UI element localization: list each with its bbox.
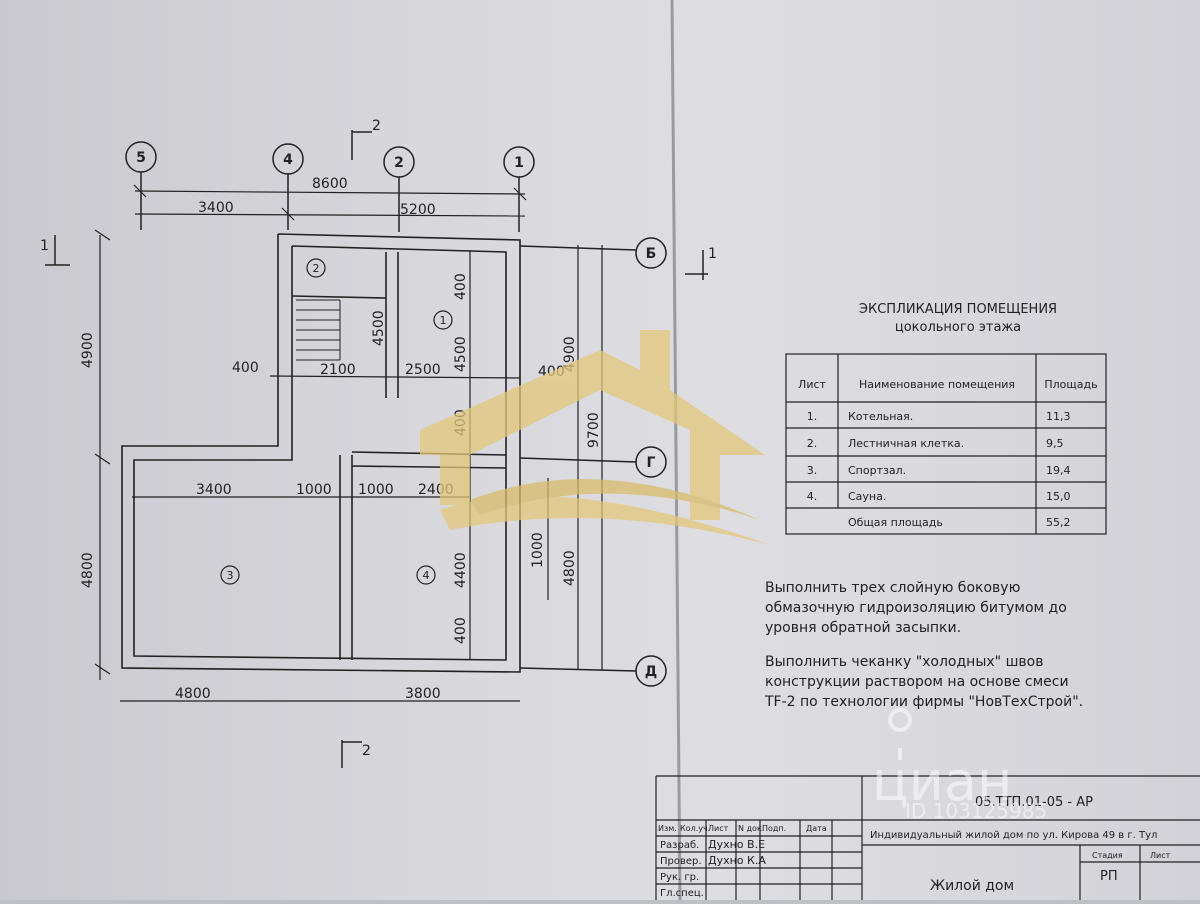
location-pin-icon: [888, 708, 913, 760]
table-cell: Котельная.: [848, 410, 913, 423]
table-cell: 9,5: [1046, 437, 1064, 450]
title-header-cell: Дата: [806, 824, 827, 833]
note-line: Выполнить чеканку "холодных" швов: [765, 654, 1043, 670]
axis-b-label: Б: [646, 246, 657, 262]
axis-2-label: 2: [394, 155, 404, 171]
note-line: уровня обратной засыпки.: [765, 620, 961, 636]
dim-4800-left: 4800: [80, 552, 96, 588]
dim-4500-a: 4500: [371, 310, 387, 346]
table-cell: 19,4: [1046, 464, 1071, 477]
table-cell: Сауна.: [848, 490, 886, 503]
axis-1-label: 1: [514, 155, 524, 171]
section-right-label: 1: [708, 246, 717, 262]
role-cell: Гл.спец.: [660, 888, 704, 899]
role-cell: Разраб.: [660, 840, 699, 851]
table-cell: Общая площадь: [848, 516, 943, 529]
table-header-cell: Площадь: [1044, 378, 1097, 391]
role-cell: Провер.: [660, 856, 702, 867]
dim-400-a: 400: [232, 360, 259, 376]
stage-value: РП: [1100, 869, 1118, 884]
watermark-id: ID 103125985: [905, 799, 1047, 823]
axis-5-label: 5: [136, 150, 146, 166]
dim-3800-bottom: 3800: [405, 686, 441, 702]
cian-watermark: циан ID 103125985: [872, 708, 1047, 823]
table-cell: 55,2: [1046, 516, 1071, 529]
note-line: Выполнить трех слойную боковую: [765, 580, 1021, 596]
dim-9700: 9700: [586, 412, 602, 448]
axis-markers: [125, 141, 667, 687]
title-header-cell: Лист: [708, 824, 729, 833]
section-bottom-label: 2: [362, 743, 371, 759]
dim-3400-low: 3400: [196, 482, 232, 498]
house-logo-watermark: [420, 330, 770, 545]
dim-400-v3: 400: [453, 617, 469, 644]
dim-5200: 5200: [400, 202, 436, 218]
explication-table: Лист Наименование помещения Площадь 1. Котел…: [798, 378, 1098, 529]
signer-name: Духно В.Е: [708, 838, 765, 851]
explication-title: ЭКСПЛИКАЦИЯ ПОМЕЩЕНИЯ: [859, 302, 1057, 317]
title-block-grid: [655, 775, 1200, 900]
note-line: TF-2 по технологии фирмы "НовТехСтрой".: [764, 694, 1083, 710]
dim-1000-a: 1000: [296, 482, 332, 498]
watermark-brand: циан: [872, 750, 1012, 813]
dim-2500: 2500: [405, 362, 441, 378]
table-cell: Спортзал.: [848, 464, 906, 477]
stage-header: Стадия: [1092, 851, 1123, 860]
title-header-cell: Кол.уч.: [680, 824, 710, 833]
sheet-header: Лист: [1150, 851, 1171, 860]
title-header-cell: N док.: [738, 824, 764, 833]
axis-d-label: Д: [645, 664, 657, 680]
dim-4800-bottom: 4800: [175, 686, 211, 702]
room-4-number: 4: [423, 569, 430, 582]
notes: Выполнить трех слойную боковую обмазочную…: [764, 580, 1083, 710]
title-header-cell: Подп.: [762, 824, 786, 833]
dim-1000-b: 1000: [358, 482, 394, 498]
explication-subtitle: цокольного этажа: [895, 320, 1021, 335]
dim-2100: 2100: [320, 362, 356, 378]
table-header-cell: Лист: [798, 378, 826, 391]
section-left-label: 1: [40, 238, 49, 254]
table-cell: 11,3: [1046, 410, 1071, 423]
explication-grid: [785, 353, 1107, 535]
table-header-cell: Наименование помещения: [859, 378, 1015, 391]
table-cell: 4.: [807, 490, 818, 503]
table-cell: 2.: [807, 437, 818, 450]
section-markers: [45, 130, 708, 768]
signer-name: Духно К.А: [708, 854, 766, 867]
axis-4-label: 4: [283, 152, 293, 168]
axis-g-label: Г: [647, 455, 656, 471]
room-3-number: 3: [227, 569, 234, 582]
room-2-number: 2: [313, 262, 320, 275]
room-1-number: 1: [440, 314, 447, 327]
dim-8600: 8600: [312, 176, 348, 192]
building-name: Жилой дом: [930, 878, 1014, 894]
section-top-label: 2: [372, 118, 381, 134]
table-cell: 15,0: [1046, 490, 1071, 503]
drawing-code: 05.ТТП.01-05 - АР: [975, 795, 1093, 810]
dim-4500-b: 4500: [453, 336, 469, 372]
role-cell: Рук. гр.: [660, 872, 699, 883]
dimension-lines: [94, 184, 603, 702]
table-cell: 3.: [807, 464, 818, 477]
dim-4900-left: 4900: [80, 332, 96, 368]
dim-4400: 4400: [453, 552, 469, 588]
dim-4800-right: 4800: [562, 550, 578, 586]
note-line: конструкции раствором на основе смеси: [765, 674, 1069, 690]
room-circles: [220, 258, 453, 585]
stairs: [296, 299, 341, 361]
dim-3400: 3400: [198, 200, 234, 216]
table-cell: 1.: [807, 410, 818, 423]
title-header-cell: Изм.: [658, 824, 677, 833]
dim-1000-v: 1000: [530, 532, 546, 568]
dim-400-v1: 400: [453, 273, 469, 300]
table-cell: Лестничная клетка.: [848, 437, 964, 450]
paper-fold: [670, 0, 682, 901]
note-line: обмазочную гидроизоляцию битумом до: [765, 600, 1067, 616]
project-name: Индивидуальный жилой дом по ул. Кирова 4…: [870, 830, 1157, 841]
